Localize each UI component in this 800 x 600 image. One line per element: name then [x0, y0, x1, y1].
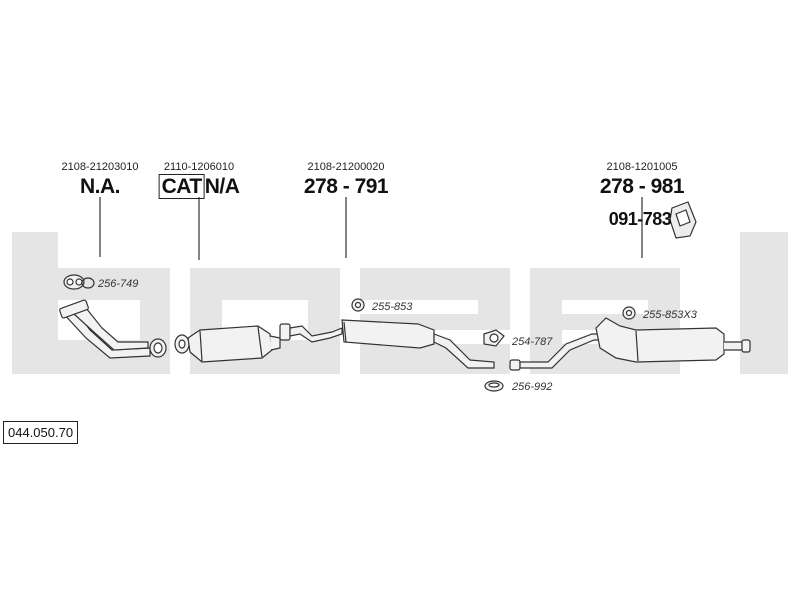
middle-silencer-drawing: [279, 319, 495, 369]
reference-number: 044.050.70: [3, 421, 79, 444]
catalyst-number: N/A: [204, 175, 240, 198]
sealing-ring-icon: [484, 380, 504, 392]
part-number-front-pipe: N.A.: [80, 175, 121, 198]
heat-shield-icon: [669, 201, 697, 239]
accessory-label-clamp: 254-787: [512, 336, 553, 348]
accessory-label-ring-mid: 255-853: [372, 301, 413, 313]
rear-silencer-drawing: [509, 317, 751, 371]
part-code-front-pipe: 2108-21203010: [61, 161, 139, 173]
leader-lines: [99, 197, 643, 260]
catalyst-drawing: [174, 325, 281, 363]
accessory-label-ring-rear: 255-853X3: [643, 309, 697, 321]
rubber-ring-icon-rear: [622, 306, 636, 320]
part-code-middle-silencer: 2108-21200020: [307, 161, 385, 173]
part-number-middle-silencer: 278 - 791: [303, 175, 389, 198]
front-pipe-drawing: [59, 299, 167, 359]
accessory-label-gasket-joint: 256-992: [512, 381, 553, 393]
clamp-icon: [483, 329, 505, 347]
part-number-heat-shield: 091-783: [608, 209, 672, 229]
part-code-catalyst: 2110-1206010: [163, 161, 235, 173]
gasket-icon: [63, 274, 95, 290]
part-number-rear-silencer: 278 - 981: [599, 175, 685, 198]
part-code-rear-silencer: 2108-1201005: [606, 161, 678, 173]
cat-badge: CAT: [158, 174, 205, 199]
accessory-label-gasket-front: 256-749: [98, 278, 139, 290]
rubber-ring-icon: [351, 298, 365, 312]
